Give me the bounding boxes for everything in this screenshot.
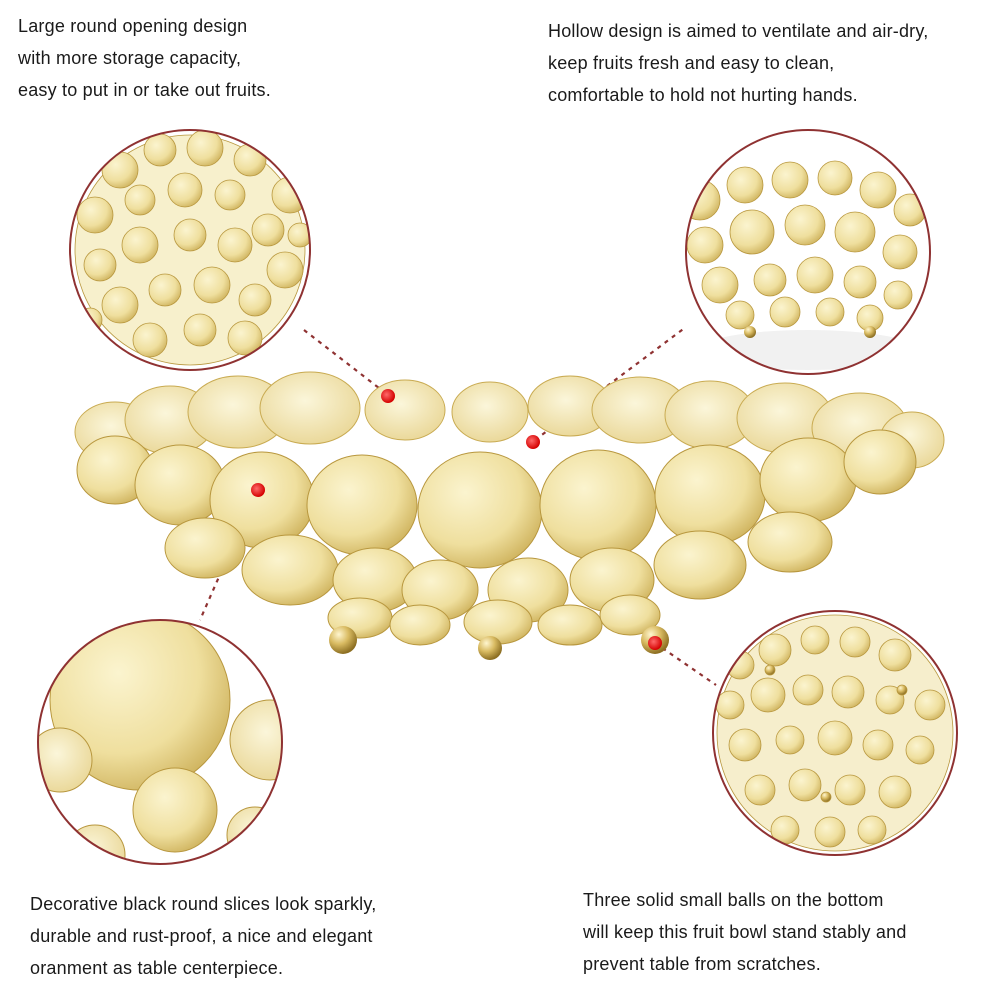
callout-slices <box>37 619 283 865</box>
callout-hollow <box>685 129 931 375</box>
caption-slices: Decorative black round slices look spark… <box>30 894 377 978</box>
caption-opening: Large round opening design with more sto… <box>18 16 271 100</box>
callout-opening <box>69 129 311 371</box>
caption-hollow: Hollow design is aimed to ventilate and … <box>548 21 929 105</box>
caption-feet: Three solid small balls on the bottom wi… <box>583 890 907 974</box>
callout-dots <box>251 389 662 650</box>
callout-feet <box>712 610 958 856</box>
fruit-bowl <box>74 371 945 660</box>
